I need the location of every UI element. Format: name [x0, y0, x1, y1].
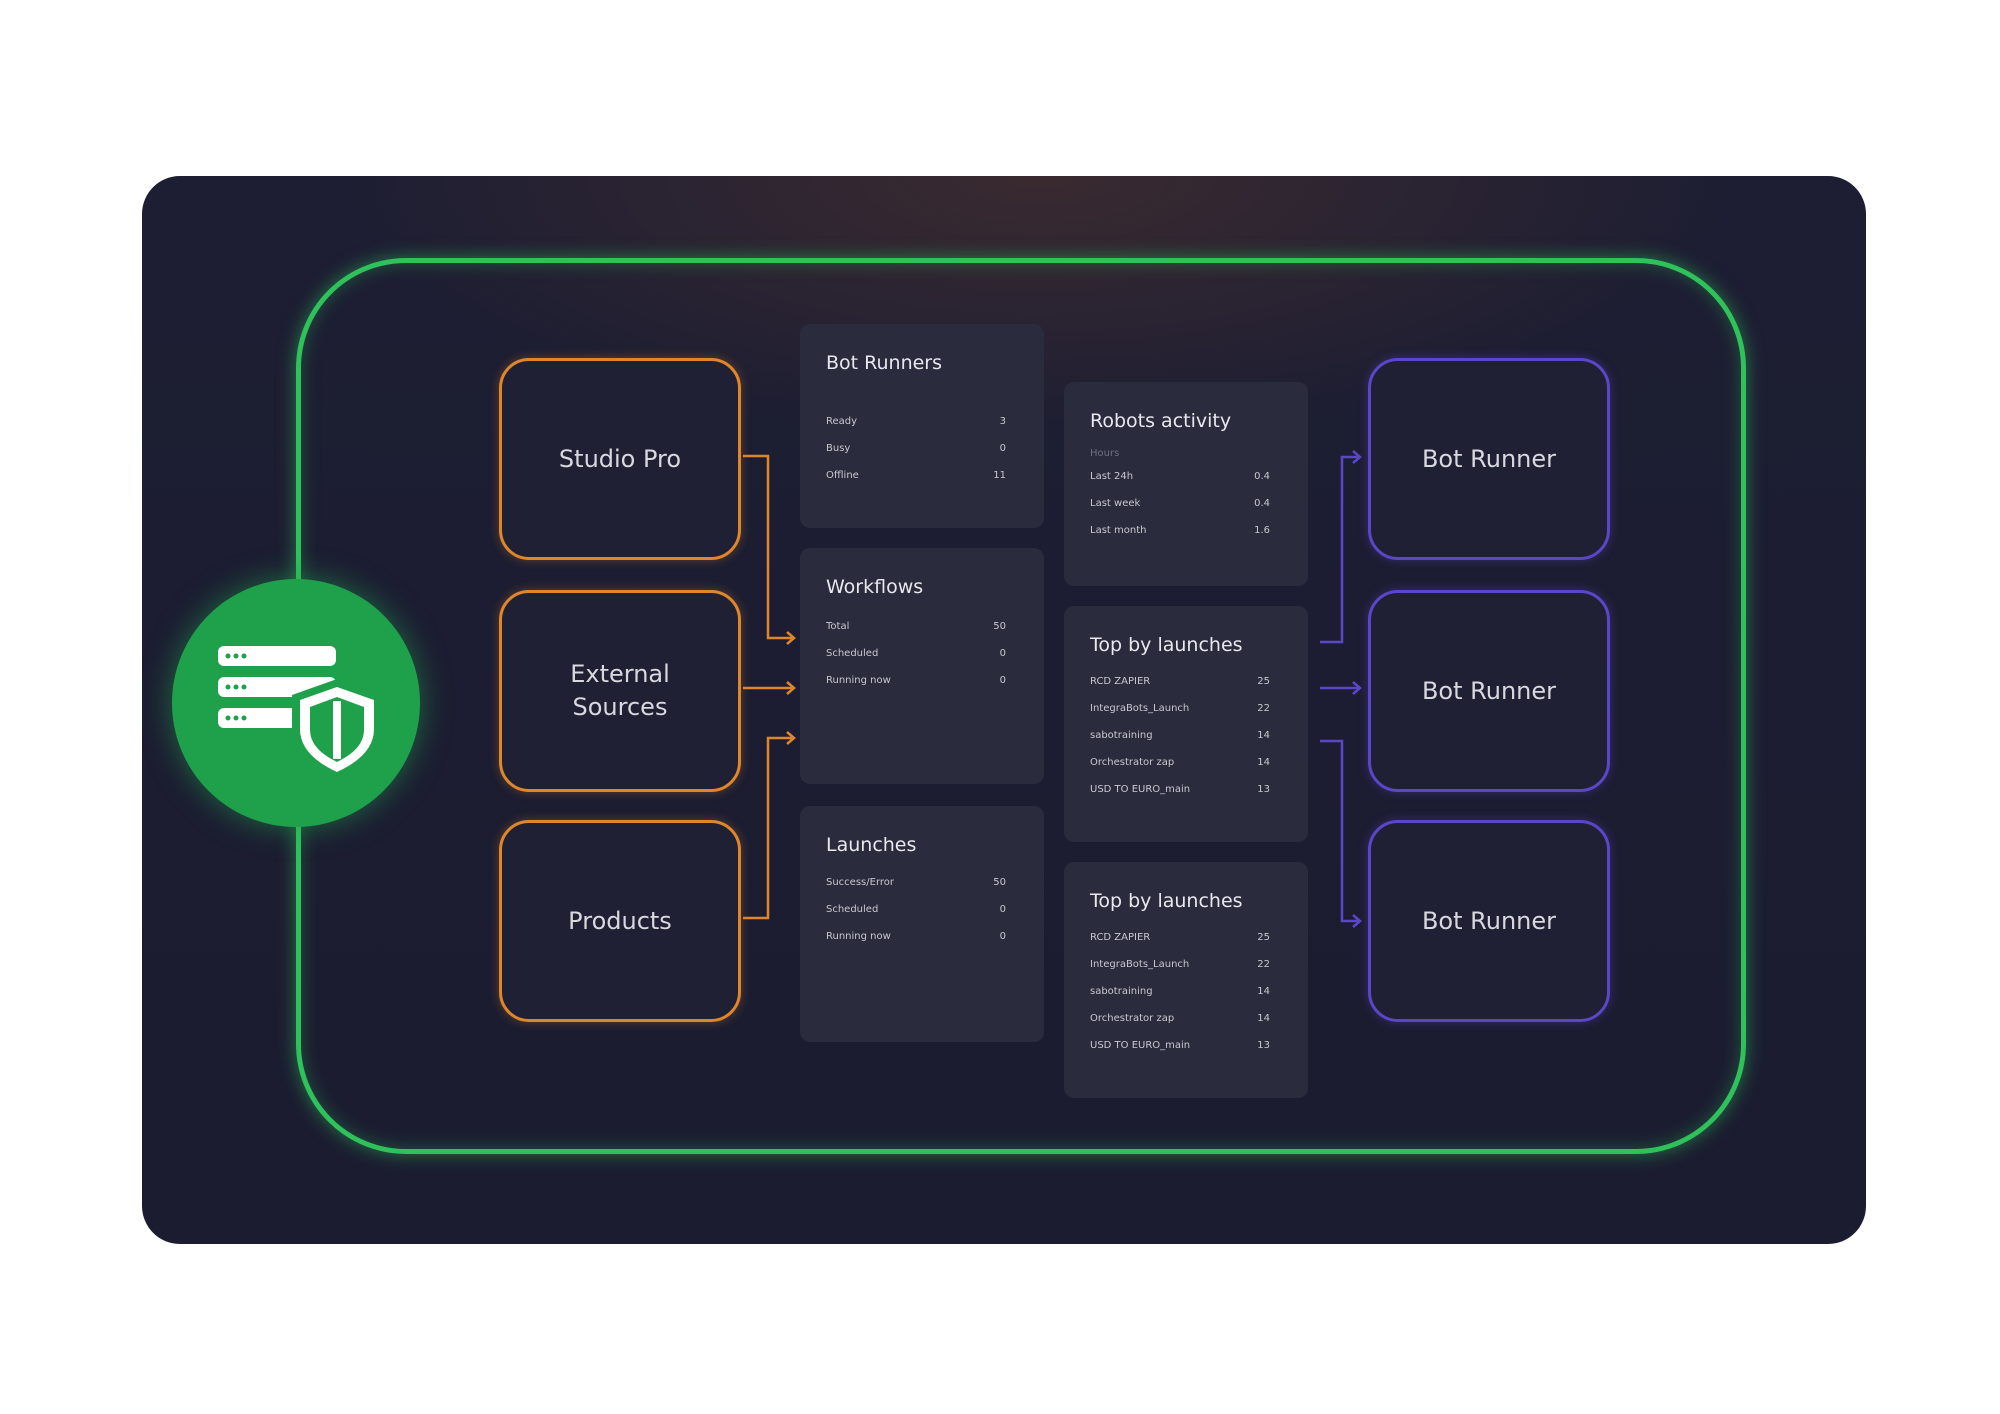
card-title: Top by launches — [1090, 634, 1243, 656]
card-title: Robots activity — [1090, 410, 1232, 432]
source-label-line2: Sources — [572, 693, 668, 721]
card-title: Launches — [826, 834, 917, 856]
card-title: Top by launches — [1090, 890, 1243, 912]
source-label: Products — [568, 906, 672, 935]
target-label: Bot Runner — [1421, 907, 1557, 935]
target-label: Bot Runner — [1421, 445, 1557, 473]
source-label: Studio Pro — [558, 444, 682, 473]
source-studio-pro: Studio Pro — [499, 358, 741, 560]
flow-connectors — [743, 450, 1362, 928]
source-label-line1: External — [570, 660, 670, 688]
security-badge — [172, 579, 420, 827]
source-external-sources: External Sources — [499, 590, 741, 792]
target-label: Bot Runner — [1421, 677, 1557, 705]
target-bot-runner: Bot Runner — [1368, 590, 1610, 792]
card-subtitle: Hours — [1090, 448, 1120, 459]
target-bot-runner: Bot Runner — [1368, 358, 1610, 560]
card-title: Workflows — [826, 576, 924, 598]
diagram-panel: Studio Pro External Sources Products Bot… — [142, 176, 1866, 1244]
source-products: Products — [499, 820, 741, 1022]
server-shield-icon — [218, 646, 382, 781]
card-title: Bot Runners — [826, 352, 943, 374]
target-bot-runner: Bot Runner — [1368, 820, 1610, 1022]
